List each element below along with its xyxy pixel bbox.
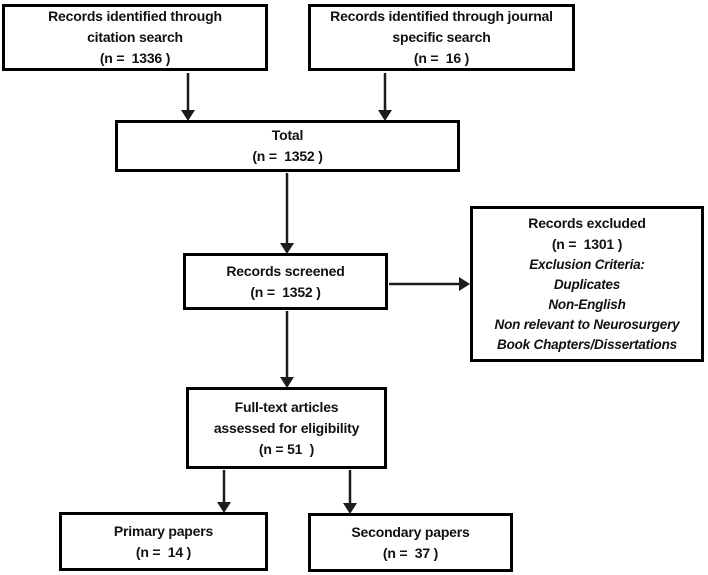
box-records-screened-label: Records screened (n = 1352 ) [226,262,345,300]
box-total-label: Total (n = 1352 ) [252,127,323,164]
arrow-total-to-screened [280,173,294,254]
box-secondary-papers-label: Secondary papers (n = 37 ) [351,523,470,561]
arrow-fulltext-to-secondary [343,470,357,514]
box-records-excluded-title: Records excluded (n = 1301 ) [528,215,646,252]
box-fulltext-assessed-label: Full-text articles assessed for eligibil… [213,398,360,457]
box-fulltext-assessed: Full-text articles assessed for eligibil… [186,387,387,469]
box-total: Total (n = 1352 ) [115,120,460,172]
box-records-citation-search: Records identified through citation sear… [2,4,268,71]
box-primary-papers: Primary papers (n = 14 ) [59,512,268,571]
arrow-citation-to-total [181,73,195,121]
box-records-journal-search: Records identified through journal speci… [308,4,575,71]
box-secondary-papers: Secondary papers (n = 37 ) [308,513,513,572]
box-records-journal-search-label: Records identified through journal speci… [330,8,553,66]
box-records-screened: Records screened (n = 1352 ) [183,253,388,310]
arrow-screened-to-excluded [389,277,470,291]
box-records-citation-search-label: Records identified through citation sear… [48,8,222,66]
arrow-fulltext-to-primary [217,470,231,513]
arrow-screened-to-fulltext [280,311,294,388]
arrow-journal-to-total [378,73,392,121]
box-primary-papers-label: Primary papers (n = 14 ) [113,522,214,560]
box-records-excluded-criteria: Exclusion Criteria: Duplicates Non-Engli… [494,257,680,352]
box-records-excluded: Records excluded (n = 1301 ) Exclusion C… [470,206,704,362]
